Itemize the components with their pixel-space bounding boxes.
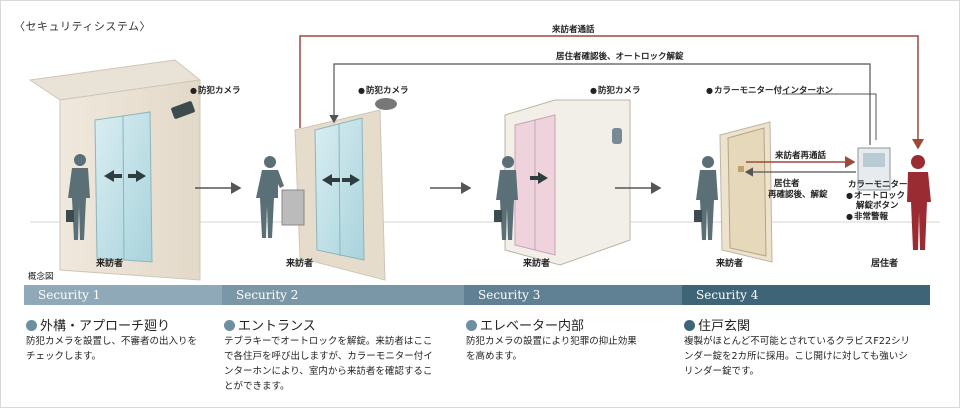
security-4-bar: Security 4 — [682, 285, 930, 305]
reconfirm-label-1: 居住者 — [774, 179, 800, 189]
security-3-body: 防犯カメラの設置により犯罪の抑止効果 を高めます。 — [466, 336, 637, 362]
visitor-call-line — [299, 35, 924, 150]
elevator-camera-icon — [612, 128, 622, 144]
unlock-line — [329, 63, 871, 145]
scene-residence — [694, 121, 931, 263]
security-2-body: テブラキーでオートロックを解錠。来訪者はここ で各住戸を呼び出しますが、カラーモ… — [224, 336, 433, 392]
resident-figure — [907, 155, 931, 250]
camera-1-icon — [171, 101, 195, 119]
door-arrow-right-icon — [128, 170, 146, 182]
reconfirm-label-2: 再確認後、解錠 — [768, 190, 828, 200]
visitor-figure-4 — [694, 156, 718, 240]
door-arrow-left-icon — [104, 170, 122, 182]
security-1-body: 防犯カメラを設置し、不審者の出入りを チェックします。 — [26, 336, 198, 362]
visitor-label-4: 来訪者 — [716, 259, 744, 269]
security-2-bar: Security 2 — [222, 285, 464, 305]
camera-1-label: 防犯カメラ — [190, 84, 241, 96]
resident-label: 居住者 — [871, 259, 899, 269]
intercom-pointer-line — [782, 93, 877, 140]
bullet-icon — [466, 320, 477, 331]
unlock-button-label-1: オートロック — [846, 189, 905, 201]
camera-3-label: 防犯カメラ — [590, 84, 641, 96]
camera-2-label: 防犯カメラ — [358, 84, 409, 96]
recall-label: 来訪者再通話 — [775, 151, 827, 161]
visitor-figure-2 — [256, 156, 284, 238]
security-1-bar: Security 1 — [24, 285, 222, 305]
bullet-icon — [684, 320, 695, 331]
visitor-label-3: 来訪者 — [523, 259, 551, 269]
scene-exterior — [28, 59, 202, 281]
camera-2-icon — [375, 98, 397, 110]
security-3-heading: エレベーター内部 — [466, 315, 584, 334]
unlock-button-label-2: 解錠ボタン — [856, 201, 899, 211]
unlock-label: 居住者確認後、オートロック解錠 — [556, 52, 684, 62]
visitor-figure-1 — [66, 154, 90, 240]
visitor-label-1: 来訪者 — [96, 259, 124, 269]
visitor-call-label: 来訪者通話 — [552, 25, 595, 35]
scene-elevator — [494, 99, 631, 266]
security-4-body: 複製がほとんど不可能とされているクラビスF22シリ ンダー錠を2カ所に採用。こじ… — [684, 336, 910, 377]
bullet-icon — [26, 320, 37, 331]
intercom-label: カラーモニター付インターホン — [706, 84, 833, 96]
security-2-heading: エントランス — [224, 315, 316, 334]
security-illustration — [28, 35, 940, 281]
security-3-bar: Security 3 — [464, 285, 682, 305]
key-panel — [281, 189, 305, 226]
scene-entrance — [256, 98, 397, 281]
visitor-label-2: 来訪者 — [286, 259, 314, 269]
alarm-label: 非常警報 — [846, 210, 888, 222]
security-4-heading: 住戸玄関 — [684, 315, 750, 334]
visitor-figure-3 — [494, 156, 518, 240]
security-1-heading: 外構・アプローチ廻り — [26, 315, 170, 334]
bullet-icon — [224, 320, 235, 331]
concept-label: 概念図 — [28, 272, 54, 282]
diagram-title: 〈セキュリティシステム〉 — [14, 20, 152, 33]
monitor-label: カラーモニター — [848, 180, 908, 190]
